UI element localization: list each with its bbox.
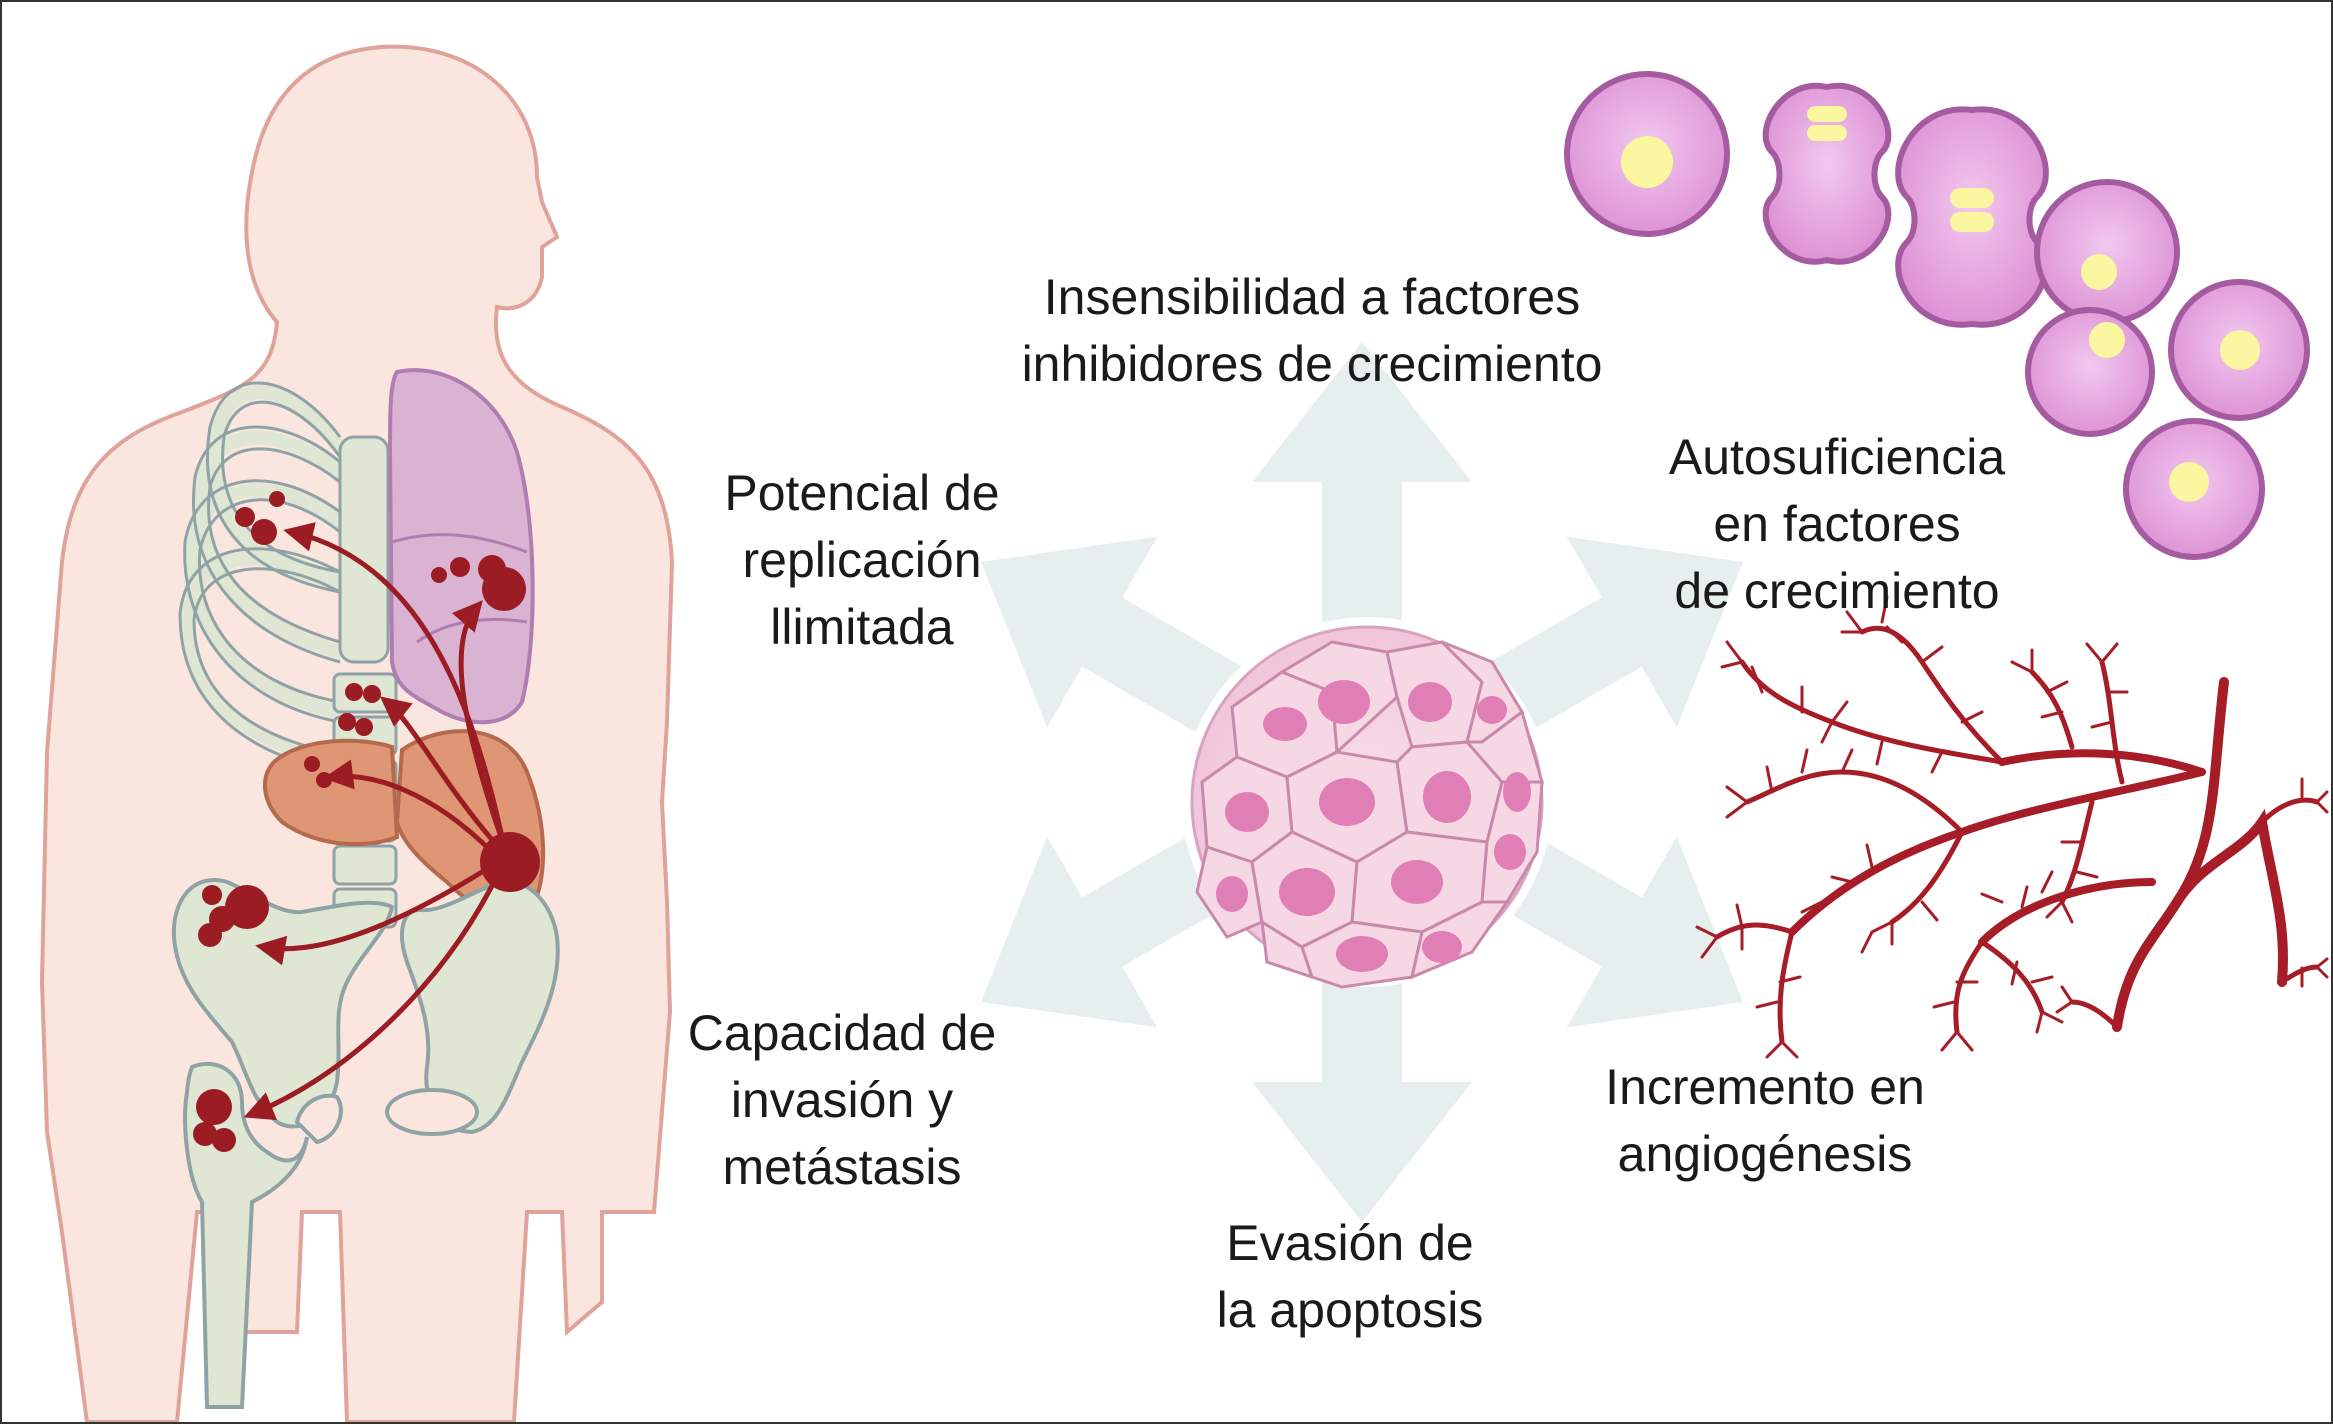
label-line: llimitada [770, 599, 954, 655]
label-line: angiogénesis [1617, 1126, 1913, 1182]
label-line: Insensibilidad a factores [1043, 269, 1581, 325]
label-replication-potential: Potencial de replicación llimitada [724, 460, 999, 661]
label-line: Evasión de [1226, 1215, 1474, 1271]
label-line: la apoptosis [1216, 1282, 1484, 1338]
tumor-nodules [193, 491, 540, 1152]
spine [332, 435, 398, 929]
label-line: de crecimiento [1674, 563, 2000, 619]
label-line: replicación [742, 532, 982, 588]
label-line: en factores [1713, 496, 1961, 552]
label-apoptosis-evasion: Evasión de la apoptosis [1217, 1210, 1484, 1344]
label-line: metástasis [722, 1139, 962, 1195]
metastasis-arrows [243, 522, 505, 1121]
dividing-cells [1564, 71, 2310, 560]
femur [183, 1061, 309, 1409]
label-line: inhibidores de crecimiento [1021, 336, 1603, 392]
label-line: Autosuficiencia [1668, 429, 2006, 485]
label-line: invasión y [730, 1072, 954, 1128]
label-line: Capacidad de [687, 1005, 997, 1061]
tumor-cell-cluster [1182, 617, 1552, 989]
primary-tumor [480, 832, 540, 892]
label-line: Potencial de [724, 465, 1000, 521]
label-insensitivity-growth-inhibitors: Insensibilidad a factores inhibidores de… [1022, 264, 1603, 398]
label-growth-factor-self-sufficiency: Autosuficiencia en factores de crecimien… [1669, 424, 2005, 625]
ribcage-outline [178, 381, 342, 774]
label-line: Incremento en [1605, 1059, 1925, 1115]
blood-vessel-tree [1695, 595, 2329, 1059]
label-invasion-metastasis: Capacidad de invasión y metástasis [688, 1000, 997, 1201]
label-angiogenesis: Incremento en angiogénesis [1605, 1054, 1925, 1188]
